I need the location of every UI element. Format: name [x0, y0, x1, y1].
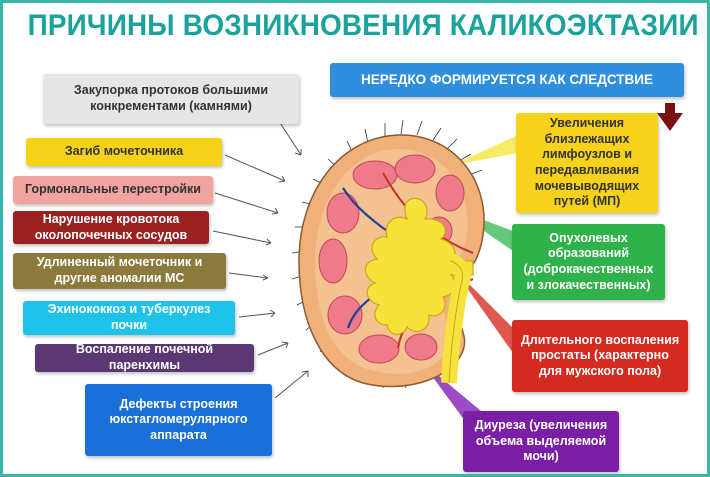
consequence-diuresis: Диуреза (увеличения объема выделяемой мо… — [463, 411, 619, 472]
cause-ureter-bend: Загиб мочеточника — [26, 138, 222, 166]
consequence-tumors: Опухолевых образований (доброкачественны… — [512, 224, 665, 300]
renal-pyramids — [318, 154, 465, 364]
cause-parenchyma-inflammation: Воспаление почечной паренхимы — [35, 342, 254, 372]
cause-long-ureter: Удлиненный мочеточник и другие аномалии … — [13, 253, 226, 289]
page-title: ПРИЧИНЫ ВОЗНИКНОВЕНИЯ КАЛИКОЭКТАЗИИ — [27, 9, 699, 42]
cause-juxtaglomerular: Дефекты строения юкстагломерулярного апп… — [85, 384, 272, 456]
ureter-outline — [448, 260, 464, 384]
down-arrow-icon — [657, 103, 683, 131]
consequence-banner: НЕРЕДКО ФОРМИРУЕТСЯ КАК СЛЕДСТВИЕ — [330, 63, 684, 97]
ray-lymph — [453, 135, 518, 165]
consequence-lymph-nodes: Увеличения близлежащих лимфоузлов и пере… — [516, 113, 658, 213]
cause-blood-flow: Нарушение кровотока околопочечных сосудо… — [13, 211, 209, 244]
cause-arrows — [212, 114, 309, 399]
renal-pelvis — [364, 197, 474, 335]
cause-echinococcosis: Эхинококкоз и туберкулез почки — [23, 301, 235, 335]
cause-hormonal: Гормональные перестройки — [13, 176, 213, 204]
kidney-illustration — [212, 103, 683, 421]
cause-stones: Закупорка протоков большими конкрементам… — [43, 74, 299, 124]
consequence-prostatitis: Длительного воспаления простаты (характе… — [512, 320, 688, 392]
